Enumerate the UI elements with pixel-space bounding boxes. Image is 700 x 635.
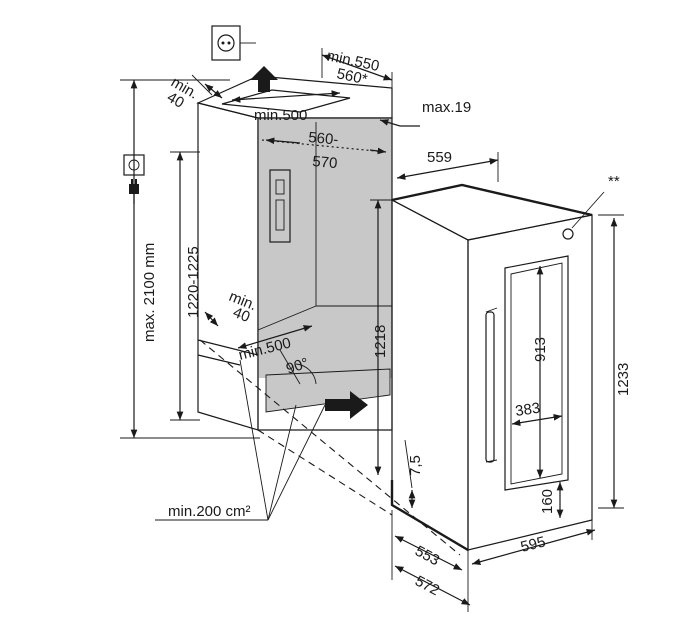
appliance-width-top-label: 559 (427, 149, 452, 166)
niche-width-label: 560- (308, 129, 339, 149)
glass-pane-inner (510, 262, 563, 485)
wine-cabinet-appliance (390, 183, 605, 552)
glass-width-label: 383 (514, 400, 541, 420)
bottom-vent-depth-value: 40 (231, 304, 253, 326)
plug-icon (129, 179, 139, 204)
niche-width-label-2: 570 (312, 153, 338, 172)
door-handle (485, 311, 495, 463)
special-note-label: ** (608, 173, 620, 190)
glass-height-label: 913 (532, 337, 549, 362)
niche-cabinet (196, 75, 461, 556)
total-height-label: max. 2100 mm (141, 243, 158, 342)
width-595-label: 595 (519, 533, 547, 556)
indicator-light-icon (562, 228, 574, 240)
hinge-bracket (269, 169, 291, 243)
vent-area-label: min.200 cm² (168, 503, 251, 520)
vent-top-width-label: min.500 (254, 107, 307, 124)
interior-height-label: 1218 (372, 325, 389, 358)
door-gap-label: max.19 (422, 99, 471, 116)
appliance-height-label: 1233 (615, 363, 632, 396)
glass-bottom-label: 160 (539, 489, 556, 514)
appliance-side (391, 199, 469, 552)
vent-top-depth-value: 40 (164, 89, 187, 112)
arrow-right-icon (325, 391, 368, 419)
niche-height-label: 1220-1225 (185, 246, 202, 318)
socket-icon (123, 154, 145, 176)
niche-back-wall (258, 118, 392, 378)
plinth-gap-label: 7,5 (407, 455, 424, 476)
niche-depth-alt-label: 560* (335, 65, 369, 88)
arrow-up-icon (250, 66, 278, 92)
socket-icon (211, 25, 256, 61)
glass-pane-outer (504, 255, 569, 491)
angle-label: 90° (284, 355, 311, 378)
depth-572-label: 572 (412, 573, 442, 600)
